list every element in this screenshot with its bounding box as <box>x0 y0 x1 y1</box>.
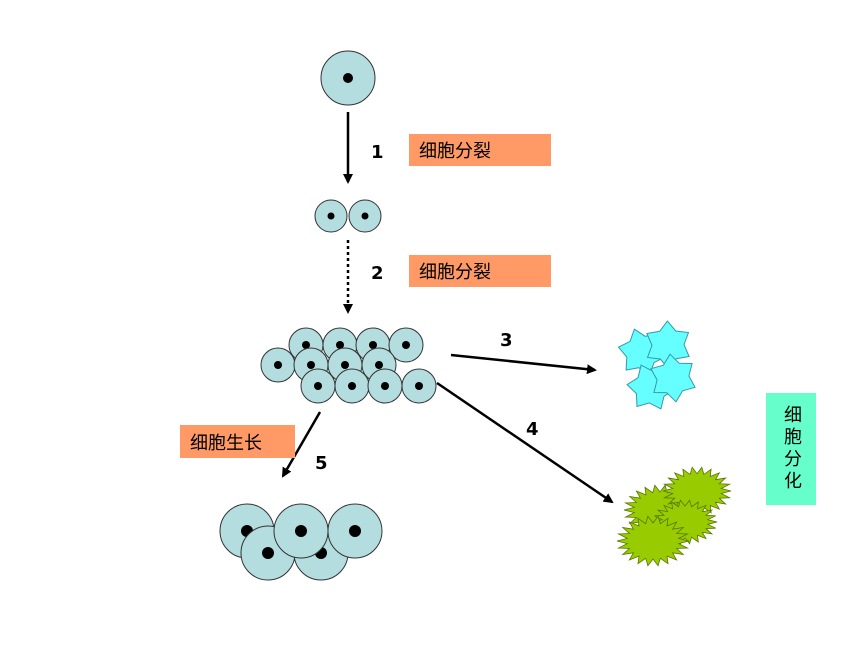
cluster-cell <box>388 327 424 363</box>
step-1-number: 1 <box>371 142 384 163</box>
cluster-cell <box>300 368 336 404</box>
arrow-step-4 <box>436 381 614 504</box>
arrow-step-3 <box>450 353 597 375</box>
single-cell <box>320 50 376 106</box>
cluster-cell <box>334 368 370 404</box>
differentiation-label: 细胞分化 <box>766 393 816 505</box>
grown-cell <box>327 503 383 559</box>
cluster-cell <box>367 368 403 404</box>
step-2-label: 细胞分裂 <box>409 255 551 287</box>
step-3-number: 3 <box>500 330 513 351</box>
spiky-cells <box>616 466 732 567</box>
step-4-number: 4 <box>526 419 539 440</box>
two-cells <box>314 199 382 233</box>
cell-cluster <box>260 327 437 404</box>
step-5-number: 5 <box>315 453 328 474</box>
star-cells <box>617 320 696 410</box>
arrow-step-5 <box>281 411 322 478</box>
cluster-cell <box>401 368 437 404</box>
grown-cells <box>219 503 383 581</box>
star-cell <box>650 353 696 403</box>
step-1-label: 细胞分裂 <box>409 134 551 166</box>
spiky-cell <box>616 515 690 567</box>
grown-cell <box>273 503 329 559</box>
step-5-label: 细胞生长 <box>180 425 295 458</box>
step-2-number: 2 <box>371 263 384 284</box>
cluster-cell <box>260 347 296 383</box>
